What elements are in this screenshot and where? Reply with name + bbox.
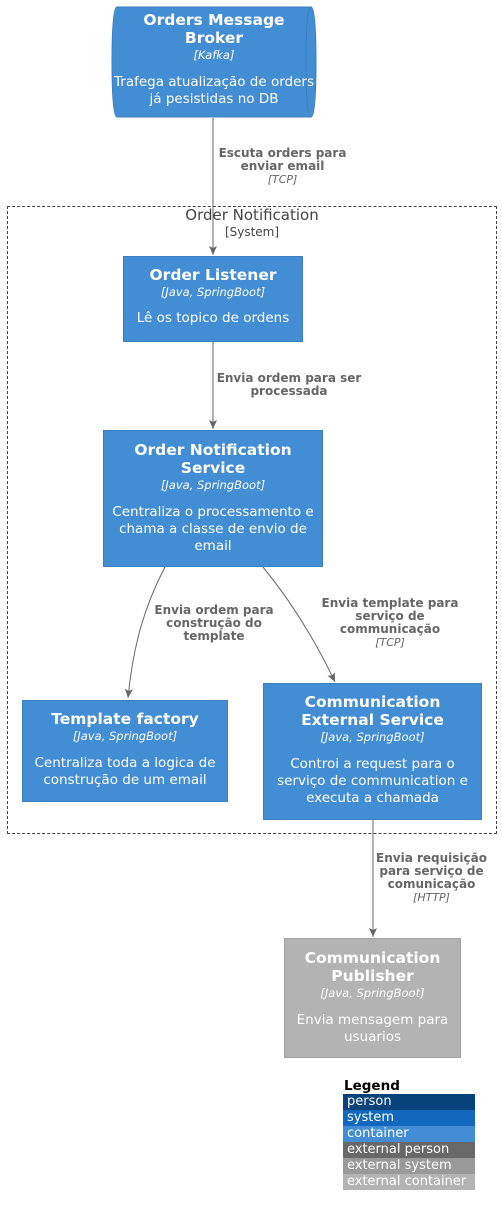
order-listener-tech: [Java, SpringBoot] — [160, 285, 266, 299]
relation-1-tech: [TCP] — [267, 173, 298, 186]
communication-publisher-description: Envia mensagem para usuarios — [296, 1012, 449, 1045]
relation-4-tech: [TCP] — [375, 636, 405, 649]
relation-5-label: Envia requisição para serviço de comunic… — [376, 851, 487, 891]
boundary-tag: [System] — [224, 225, 280, 239]
order-listener-description: Lê os topico de ordens — [136, 310, 290, 326]
template-factory-container: Template factory [Java, SpringBoot] Cent… — [22, 700, 228, 802]
broker-tech: [Kafka] — [193, 48, 235, 62]
legend-item-person: person — [343, 1094, 475, 1110]
relation-4-label: Envia template para serviço de communica… — [321, 596, 459, 636]
relation-3-label: Envia ordem para construção do template — [154, 603, 274, 643]
legend-title: Legend — [344, 1078, 400, 1094]
relation-label-broker-listener: Escuta orders para enviar email [TCP] — [205, 147, 360, 187]
template-factory-description: Centraliza toda a logica de construção d… — [34, 755, 216, 788]
legend-item-external-person: external person — [343, 1142, 475, 1158]
communication-external-service-tech: [Java, SpringBoot] — [320, 730, 425, 744]
broker-queue-shape — [111, 6, 317, 118]
broker-description: Trafega atualização de orders já pesisti… — [114, 74, 314, 107]
communication-publisher-title: Communication Publisher — [304, 949, 441, 985]
relation-label-comm-ext-publisher: Envia requisição para serviço de comunic… — [369, 852, 494, 905]
order-notification-service-title: Order Notification Service — [134, 441, 292, 477]
order-notification-service-tech: [Java, SpringBoot] — [160, 478, 266, 492]
relation-5-tech: [HTTP] — [413, 891, 450, 904]
communication-external-service-title: Communication External Service — [301, 693, 444, 729]
communication-external-service-description: Controi a request para o serviço de comm… — [277, 756, 468, 806]
order-notification-boundary — [7, 206, 497, 834]
boundary-title: Order Notification — [185, 206, 319, 224]
order-notification-service-container: Order Notification Service [Java, Spring… — [103, 430, 323, 567]
relation-service-comm-ext — [262, 566, 336, 683]
order-listener-title: Order Listener — [149, 266, 277, 284]
legend-item-system: system — [343, 1110, 475, 1126]
communication-external-service-container: Communication External Service [Java, Sp… — [263, 683, 482, 820]
order-notification-service-description: Centraliza o processamento e chama a cla… — [112, 504, 314, 554]
broker-title: Orders Message Broker — [143, 11, 285, 47]
relation-2-label: Envia ordem para ser processada — [216, 371, 362, 398]
relation-service-template — [124, 566, 166, 699]
relation-label-listener-service: Envia ordem para ser processada — [208, 372, 370, 398]
communication-publisher-external-container: Communication Publisher [Java, SpringBoo… — [284, 938, 461, 1058]
legend-item-external-container: external container — [343, 1174, 475, 1190]
communication-publisher-tech: [Java, SpringBoot] — [320, 986, 425, 1000]
legend-item-external-system: external system — [343, 1158, 475, 1174]
orders-message-broker: Orders Message Broker [Kafka] Trafega at… — [112, 11, 316, 115]
template-factory-title: Template factory — [51, 710, 199, 728]
relation-label-service-comm-ext: Envia template para serviço de communica… — [314, 597, 466, 650]
relation-label-service-template: Envia ordem para construção do template — [148, 604, 280, 643]
order-listener-container: Order Listener [Java, SpringBoot] Lê os … — [123, 256, 303, 342]
relation-1-label: Escuta orders para enviar email — [218, 146, 347, 173]
legend-item-container: container — [343, 1126, 475, 1142]
template-factory-tech: [Java, SpringBoot] — [72, 729, 178, 743]
